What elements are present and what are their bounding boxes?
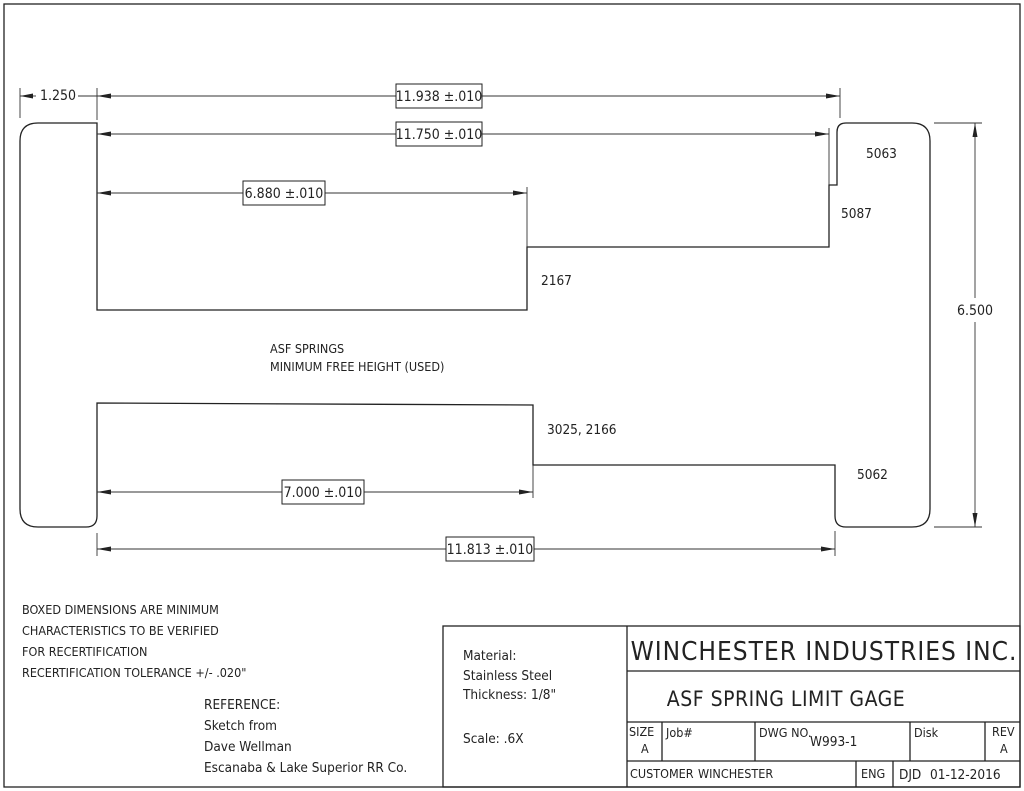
dwg-value: W993-1	[810, 734, 857, 750]
dim-text-overall-top: 11.938 ±.010	[396, 89, 483, 105]
part-label-5087: 5087	[841, 206, 872, 222]
material-line1: Material:	[463, 648, 516, 664]
note-line4: RECERTIFICATION TOLERANCE +/- .020"	[22, 665, 246, 680]
drawing-title: ASF SPRING LIMIT GAGE	[667, 687, 905, 711]
rev-label: REV	[992, 724, 1015, 739]
dim-box-lower-step	[281, 479, 365, 505]
center-note-line1: ASF SPRINGS	[270, 341, 344, 356]
note-line3: FOR RECERTIFICATION	[22, 644, 147, 659]
dwg-label: DWG NO.	[759, 725, 811, 740]
dim-text-lower-step: 7.000 ±.010	[284, 485, 363, 501]
part-label-2167: 2167	[541, 273, 572, 289]
note-line2: CHARACTERISTICS TO BE VERIFIED	[22, 623, 219, 638]
dim-box-upper-inner	[395, 121, 483, 147]
eng-value: DJD	[899, 767, 921, 783]
title-block	[442, 625, 1021, 788]
dim-text-height: 6.500	[957, 303, 993, 319]
reference-line1: Sketch from	[204, 718, 277, 734]
size-value: A	[641, 741, 649, 756]
eng-label: ENG	[861, 766, 885, 781]
customer-value: WINCHESTER	[698, 766, 773, 781]
reference-line2: Dave Wellman	[204, 739, 292, 755]
material-line2: Stainless Steel	[463, 668, 552, 684]
company-name: WINCHESTER INDUSTRIES INC.	[631, 637, 1018, 667]
dim-box-overall-bottom	[445, 536, 535, 562]
part-label-5062: 5062	[857, 467, 888, 483]
dim-text-upper-inner: 11.750 ±.010	[396, 127, 483, 143]
disk-label: Disk	[914, 725, 939, 740]
reference-line3: Escanaba & Lake Superior RR Co.	[204, 760, 407, 776]
part-label-5063: 5063	[866, 146, 897, 162]
gage-outline	[19, 122, 931, 528]
date-value: 01-12-2016	[930, 767, 1001, 783]
reference-heading: REFERENCE:	[204, 697, 280, 713]
dim-text-overall-bottom: 11.813 ±.010	[447, 542, 534, 558]
customer-label: CUSTOMER	[630, 766, 694, 781]
center-note-line2: MINIMUM FREE HEIGHT (USED)	[270, 359, 444, 374]
job-label: Job#	[665, 725, 693, 740]
rev-value: A	[1000, 741, 1008, 756]
dim-text-upper-step: 6.880 ±.010	[245, 186, 324, 202]
dim-text-left-jaw: 1.250	[40, 88, 76, 104]
note-line1: BOXED DIMENSIONS ARE MINIMUM	[22, 602, 219, 617]
dim-box-upper-step	[242, 180, 326, 206]
size-label: SIZE	[629, 724, 654, 739]
dim-box-overall-top	[395, 83, 483, 109]
scale-text: Scale: .6X	[463, 731, 524, 747]
material-line3: Thickness: 1/8"	[462, 687, 556, 703]
part-label-3025-2166: 3025, 2166	[547, 422, 617, 438]
